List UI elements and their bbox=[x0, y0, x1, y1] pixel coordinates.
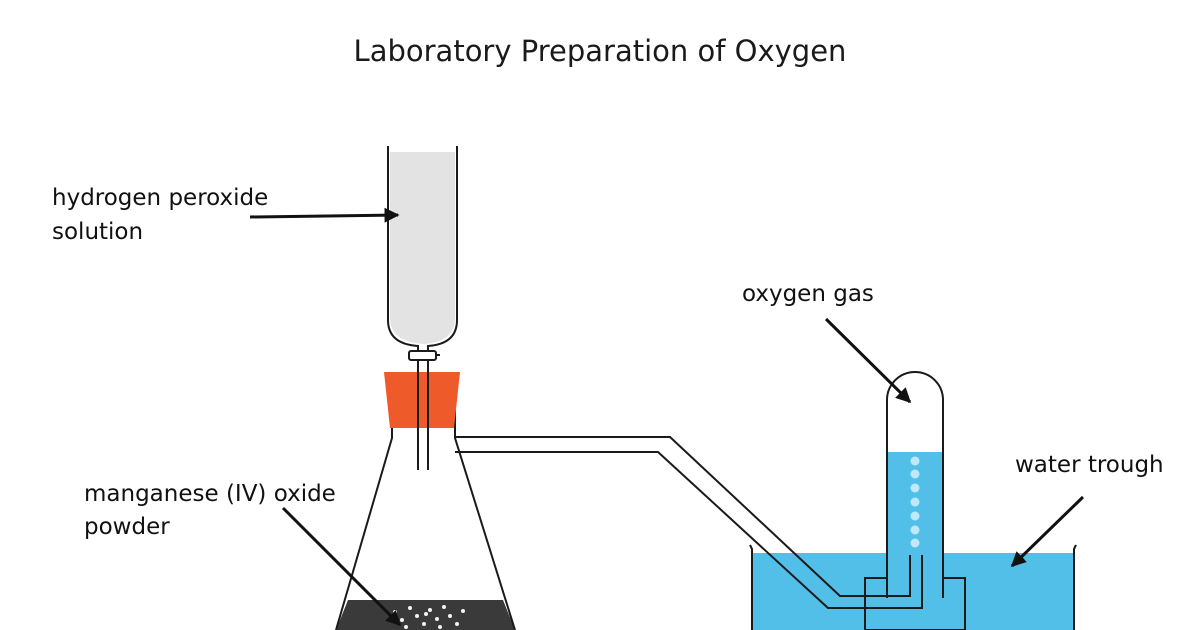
diagram-title: Laboratory Preparation of Oxygen bbox=[353, 34, 847, 68]
arrow-water-trough bbox=[1010, 495, 1085, 568]
rubber-stopper bbox=[384, 372, 460, 428]
arrow-peroxide bbox=[249, 207, 400, 223]
tube-water-fill bbox=[887, 452, 943, 598]
funnel-liquid bbox=[390, 152, 455, 344]
label-arrows bbox=[249, 207, 1085, 627]
label-water-trough: water trough bbox=[1015, 452, 1164, 478]
delivery-tube bbox=[455, 436, 923, 609]
trough-wall-left bbox=[749, 544, 753, 630]
label-oxygen-gas: oxygen gas bbox=[742, 281, 874, 307]
dropping-funnel bbox=[387, 146, 458, 470]
stopper-tube-pass bbox=[417, 372, 429, 430]
gas-collection-tube bbox=[886, 371, 944, 598]
tube-outline bbox=[886, 371, 944, 598]
oxygen-bubbles bbox=[910, 456, 920, 548]
arrow-mno2 bbox=[281, 506, 402, 627]
arrow-oxygen-gas bbox=[824, 317, 912, 404]
funnel-outline bbox=[387, 146, 458, 470]
label-peroxide-line1: hydrogen peroxide bbox=[52, 185, 269, 211]
tap-icon bbox=[408, 350, 440, 361]
label-mno2-line2: powder bbox=[84, 514, 170, 540]
label-peroxide-line2: solution bbox=[52, 219, 144, 245]
conical-flask bbox=[335, 400, 516, 630]
trough-wall-right bbox=[1073, 544, 1077, 630]
label-mno2-line1: manganese (IV) oxide bbox=[84, 481, 336, 507]
flask-outline bbox=[335, 400, 516, 630]
